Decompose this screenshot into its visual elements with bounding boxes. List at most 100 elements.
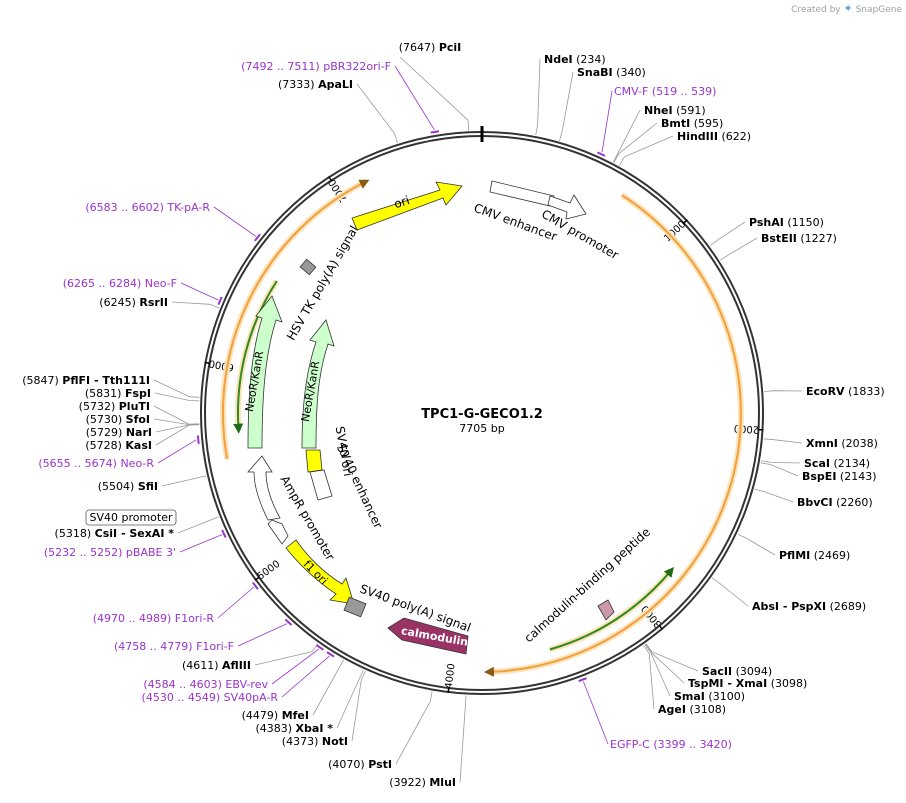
site-leader-line	[619, 135, 674, 166]
primer-bar	[254, 233, 261, 242]
site-leader-line	[737, 533, 776, 556]
site-name: SacII	[702, 665, 732, 678]
restriction-site[interactable]: (7647) PciI	[399, 41, 462, 54]
restriction-site[interactable]: (5504) SfiI	[98, 480, 158, 493]
restriction-site[interactable]: (4070) PstI	[328, 758, 392, 771]
restriction-site[interactable]: SmaI (3100)	[674, 690, 745, 703]
restriction-site[interactable]: (6245) RsrII	[99, 296, 168, 309]
feature-ori[interactable]: ori	[351, 181, 463, 231]
primer[interactable]: (4584 .. 4603) EBV-rev	[143, 678, 268, 691]
primer[interactable]: (6265 .. 6284) Neo-F	[63, 277, 177, 290]
site-leader-line	[719, 237, 758, 261]
site-leader-line	[760, 460, 801, 464]
primer-leader-line	[281, 655, 330, 698]
site-position: (234)	[576, 53, 606, 66]
primer-name: F1ori-F	[196, 640, 234, 653]
restriction-site[interactable]: (4373) NotI	[282, 735, 348, 748]
primer-label: EGFP-C (3399 .. 3420)	[610, 738, 732, 751]
site-name: CsiI - SexAI *	[95, 527, 175, 540]
site-name: ScaI	[804, 457, 830, 470]
site-position: (4070)	[328, 758, 365, 771]
primer[interactable]: (4530 .. 4549) SV40pA-R	[142, 691, 279, 704]
primer-name: EBV-rev	[225, 678, 268, 691]
site-label: PshAI (1150)	[749, 216, 824, 229]
restriction-site[interactable]: SacII (3094)	[702, 665, 772, 678]
restriction-site[interactable]: BbvCI (2260)	[797, 496, 873, 509]
site-position: (5730)	[86, 413, 123, 426]
primer-name: Neo-R	[120, 457, 154, 470]
site-leader-line	[395, 691, 433, 765]
primer[interactable]: (7492 .. 7511) pBR322ori-F	[241, 60, 391, 73]
restriction-site[interactable]: (4479) MfeI	[242, 709, 309, 722]
restriction-site[interactable]: SnaBI (340)	[577, 66, 646, 79]
primer[interactable]: (4970 .. 4989) F1ori-R	[93, 612, 215, 625]
orf-arc[interactable]	[233, 280, 278, 434]
restriction-site[interactable]: XmnI (2038)	[806, 437, 878, 450]
primer-leader-line	[180, 282, 219, 301]
tick-mark	[682, 219, 688, 225]
primer[interactable]: CMV-F (519 .. 539)	[614, 85, 716, 98]
restriction-site[interactable]: AgeI (3108)	[658, 703, 726, 716]
primer[interactable]: EGFP-C (3399 .. 3420)	[610, 738, 732, 751]
snapgene-logo-icon: ✦	[843, 2, 853, 15]
restriction-site[interactable]: BmtI (595)	[661, 117, 723, 130]
orf-glow	[488, 192, 744, 675]
primer-range: (4758 .. 4779)	[114, 640, 193, 653]
site-leader-line	[312, 659, 344, 716]
site-position: (2469)	[814, 549, 851, 562]
site-leader-line	[613, 122, 658, 163]
orf-arc[interactable]	[483, 194, 742, 677]
restriction-site[interactable]: (5318) CsiI - SexAI *	[55, 527, 175, 540]
feature-sv40-enhancer[interactable]: SV40 enhancer	[309, 442, 385, 531]
restriction-site[interactable]: (5729) NarI	[86, 426, 152, 439]
feature-label: SV40 enhancer	[334, 442, 385, 531]
restriction-site[interactable]: (3922) MluI	[389, 776, 456, 789]
feature-neor-kanr-inner[interactable]: NeoR/KanR	[299, 319, 335, 449]
site-position: (3100)	[708, 690, 745, 703]
site-name: XmnI	[806, 437, 838, 450]
restriction-site[interactable]: NheI (591)	[644, 104, 706, 117]
feature-calmodulin-binding-peptide[interactable]: calmodulin-binding peptide	[522, 525, 653, 645]
restriction-site[interactable]: (5730) SfoI	[86, 413, 150, 426]
restriction-site[interactable]: (4611) AflIII	[182, 659, 251, 672]
restriction-site[interactable]: BstEII (1227)	[761, 232, 837, 245]
tick-label: 4000	[444, 663, 458, 690]
site-label: BbvCI (2260)	[797, 496, 873, 509]
primer[interactable]: (5655 .. 5674) Neo-R	[38, 457, 154, 470]
site-name: PstI	[368, 758, 392, 771]
restriction-site[interactable]: (4383) XbaI *	[255, 722, 333, 735]
primer[interactable]: (5232 .. 5252) pBABE 3'	[44, 546, 176, 559]
primer-leader-line	[582, 681, 609, 745]
site-name: PflFI - Tth111I	[62, 374, 150, 387]
site-leader-line	[559, 71, 574, 141]
primer[interactable]: (6583 .. 6602) TK-pA-R	[85, 201, 210, 214]
restriction-site[interactable]: NdeI (234)	[544, 53, 606, 66]
restriction-site[interactable]: (5728) KasI	[85, 439, 152, 452]
restriction-site[interactable]: (5847) PflFI - Tth111I	[22, 374, 150, 387]
site-leader-line	[643, 645, 655, 710]
orf-arc[interactable]	[222, 179, 370, 460]
site-name: MfeI	[282, 709, 309, 722]
primer[interactable]: (4758 .. 4779) F1ori-F	[114, 640, 234, 653]
site-leader-line	[177, 516, 219, 534]
feature-neor-kanr-outer[interactable]: NeoR/KanR	[243, 295, 283, 449]
restriction-site[interactable]: (5732) PluTI	[79, 400, 150, 413]
restriction-site[interactable]: BspEI (2143)	[802, 470, 877, 483]
restriction-site[interactable]: TspMI - XmaI (3098)	[688, 677, 807, 690]
site-label: AbsI - PspXI (2689)	[752, 600, 866, 613]
restriction-site[interactable]: EcoRV (1833)	[806, 385, 885, 398]
restriction-site[interactable]: (5831) FspI	[85, 387, 151, 400]
site-label: (5847) PflFI - Tth111I	[22, 374, 150, 387]
site-name: SfiI	[138, 480, 158, 493]
restriction-site[interactable]: ScaI (2134)	[804, 457, 870, 470]
restriction-site[interactable]: PflMI (2469)	[779, 549, 850, 562]
orf-arc[interactable]	[549, 566, 675, 651]
restriction-site[interactable]: AbsI - PspXI (2689)	[752, 600, 866, 613]
primer-label: (5655 .. 5674) Neo-R	[38, 457, 154, 470]
restriction-site[interactable]: HindIII (622)	[677, 130, 751, 143]
restriction-site[interactable]: PshAI (1150)	[749, 216, 824, 229]
restriction-site[interactable]: (7333) ApaLI	[278, 78, 353, 91]
site-leader-line	[161, 475, 207, 487]
feature-sv40-promoter[interactable]: SV40 promoter	[85, 509, 177, 526]
feature-calmodulin[interactable]: calmodulin	[387, 617, 469, 655]
